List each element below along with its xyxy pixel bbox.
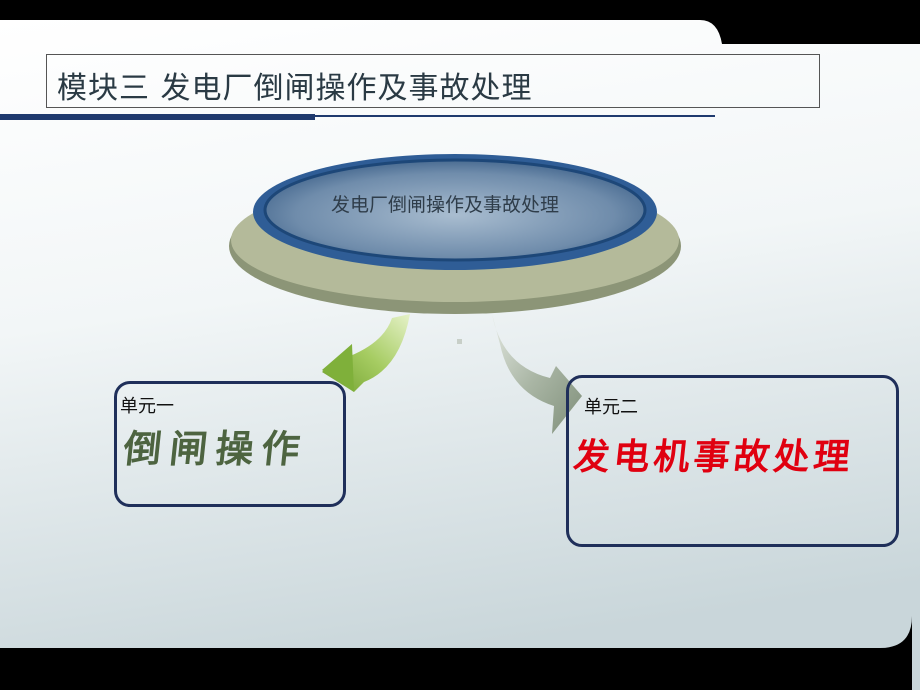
title-box: 模块三 发电厂倒闸操作及事故处理: [46, 54, 820, 108]
unit-two-label: 单元二: [584, 397, 638, 418]
unit-two-name: 发电机事故处理: [571, 436, 856, 478]
right-arrow-icon: [492, 314, 582, 434]
unit-one-label: 单元一: [120, 396, 174, 417]
unit-one-name: 倒闸操作: [121, 426, 311, 471]
center-disk-label: 发电厂倒闸操作及事故处理: [330, 194, 559, 216]
title-accent-bar: [0, 114, 315, 120]
slide-title: 模块三 发电厂倒闸操作及事故处理: [57, 71, 533, 106]
unit-one-box[interactable]: [114, 381, 346, 507]
unit-two-box[interactable]: [566, 375, 899, 547]
center-disk: [229, 154, 681, 314]
